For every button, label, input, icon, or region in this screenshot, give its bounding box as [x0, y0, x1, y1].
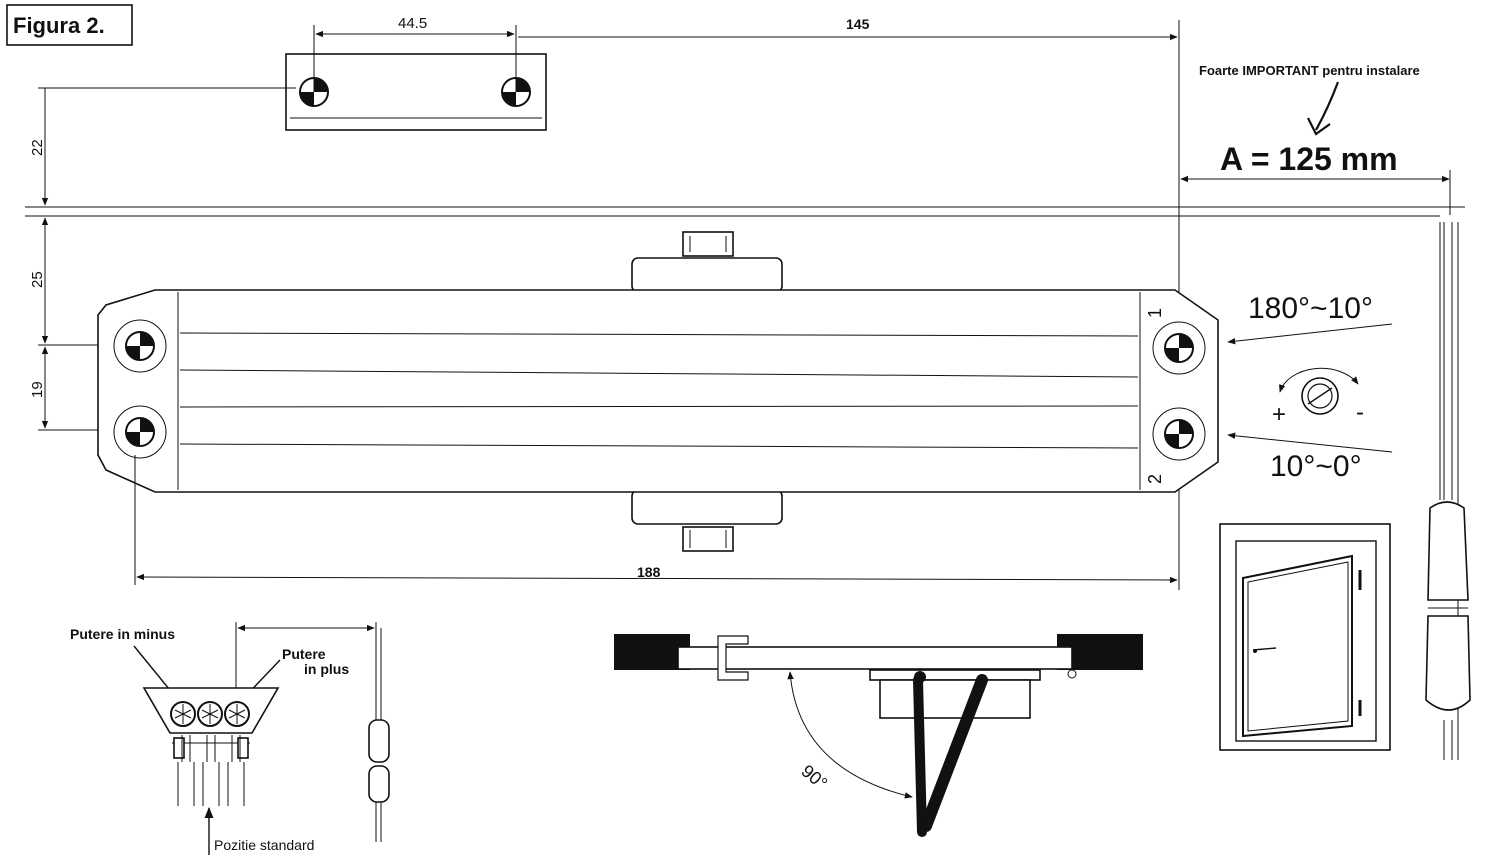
- dimension-top-spacing-label: 44.5: [398, 15, 427, 32]
- adjustment-screw-icon: [1279, 367, 1359, 415]
- dimension-bottom-length: 188: [134, 455, 1178, 585]
- dimension-top-spacing: 44.5: [313, 15, 517, 92]
- standard-position-label: Pozitie standard: [214, 837, 314, 853]
- door-arm-top-view: 90°: [614, 634, 1143, 837]
- valve-1-number: 1: [1145, 308, 1165, 318]
- door-closer-body: 1 2: [97, 231, 1219, 552]
- valve-2-number: 2: [1145, 474, 1165, 484]
- power-plus-label-line2: in plus: [304, 661, 349, 677]
- valve-2-range-label: 10°~0°: [1270, 450, 1362, 483]
- valve-1-icon: [1164, 333, 1194, 363]
- valve-2-icon: [1164, 419, 1194, 449]
- arm-side-view: [1425, 222, 1471, 760]
- important-note-text: Foarte IMPORTANT pentru instalare: [1199, 63, 1420, 78]
- power-minus-label: Putere in minus: [70, 626, 175, 642]
- dimension-to-reference-label: 145: [846, 16, 870, 32]
- minus-sign: -: [1356, 399, 1364, 426]
- adjustment-wheel-icon: [170, 701, 250, 727]
- door-pictogram-icon: [1219, 523, 1391, 751]
- figure-title-box: Figura 2.: [6, 4, 133, 46]
- dimension-left-middle-label: 25: [29, 271, 46, 288]
- arm-angle-label: 90°: [797, 761, 831, 794]
- dimension-left-upper-label: 22: [29, 139, 46, 156]
- body-hole-lower-left-icon: [125, 417, 155, 447]
- dimension-left-lower-label: 19: [29, 381, 46, 398]
- power-plus-label-line1: Putere: [282, 646, 326, 662]
- figure-title: Figura 2.: [13, 13, 105, 38]
- a-value-label: A = 125 mm: [1220, 141, 1398, 177]
- important-note: Foarte IMPORTANT pentru instalare A = 12…: [1180, 63, 1451, 215]
- valve-adjustment: 180°~10° 10°~0° + -: [1227, 292, 1393, 483]
- mounting-bracket-plate: [285, 53, 547, 131]
- left-dimensions: 22 25 19: [29, 87, 296, 431]
- dimension-bottom-length-label: 188: [637, 564, 661, 580]
- valve-1-range-label: 180°~10°: [1248, 292, 1373, 325]
- plus-sign: +: [1272, 401, 1286, 428]
- body-hole-upper-left-icon: [125, 331, 155, 361]
- spring-adjustment-detail: Putere in minus Putere in plus Pozitie s…: [70, 622, 390, 855]
